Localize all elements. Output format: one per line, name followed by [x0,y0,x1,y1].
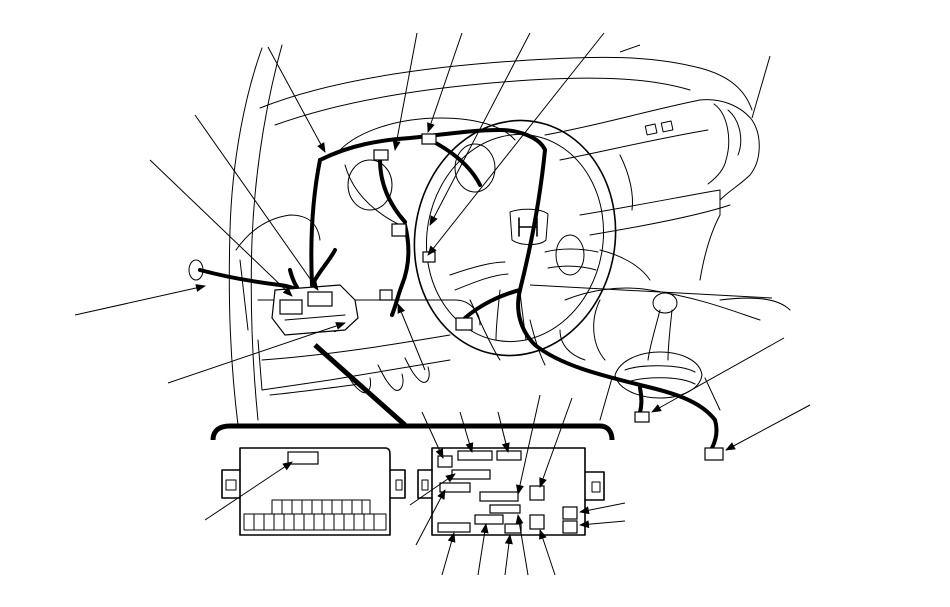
fuse-slot [439,482,471,493]
fuse-slot [437,455,453,468]
fuse-slot [479,491,519,502]
fuse-slot [496,450,522,461]
fuse-box-detail-right [417,447,605,536]
connector-pin-row [243,499,387,531]
fuse-slot [437,522,471,533]
dashboard-outline [228,44,791,426]
relay-socket [562,520,578,534]
leader-lines [74,32,811,576]
relay-socket [562,506,578,520]
relay-socket [529,485,545,501]
fuse-slot [489,504,521,514]
fuse-slot [474,514,504,525]
fuse-box-detail-left [221,447,406,536]
callout-bracket [210,343,615,441]
grommet-icon [188,259,204,281]
relay-socket [287,451,319,465]
fuse-slot [504,523,522,534]
fuse-slot [457,450,493,461]
fuse-slot [451,469,491,480]
wiring-harness [188,128,724,461]
relay-socket [529,514,545,530]
